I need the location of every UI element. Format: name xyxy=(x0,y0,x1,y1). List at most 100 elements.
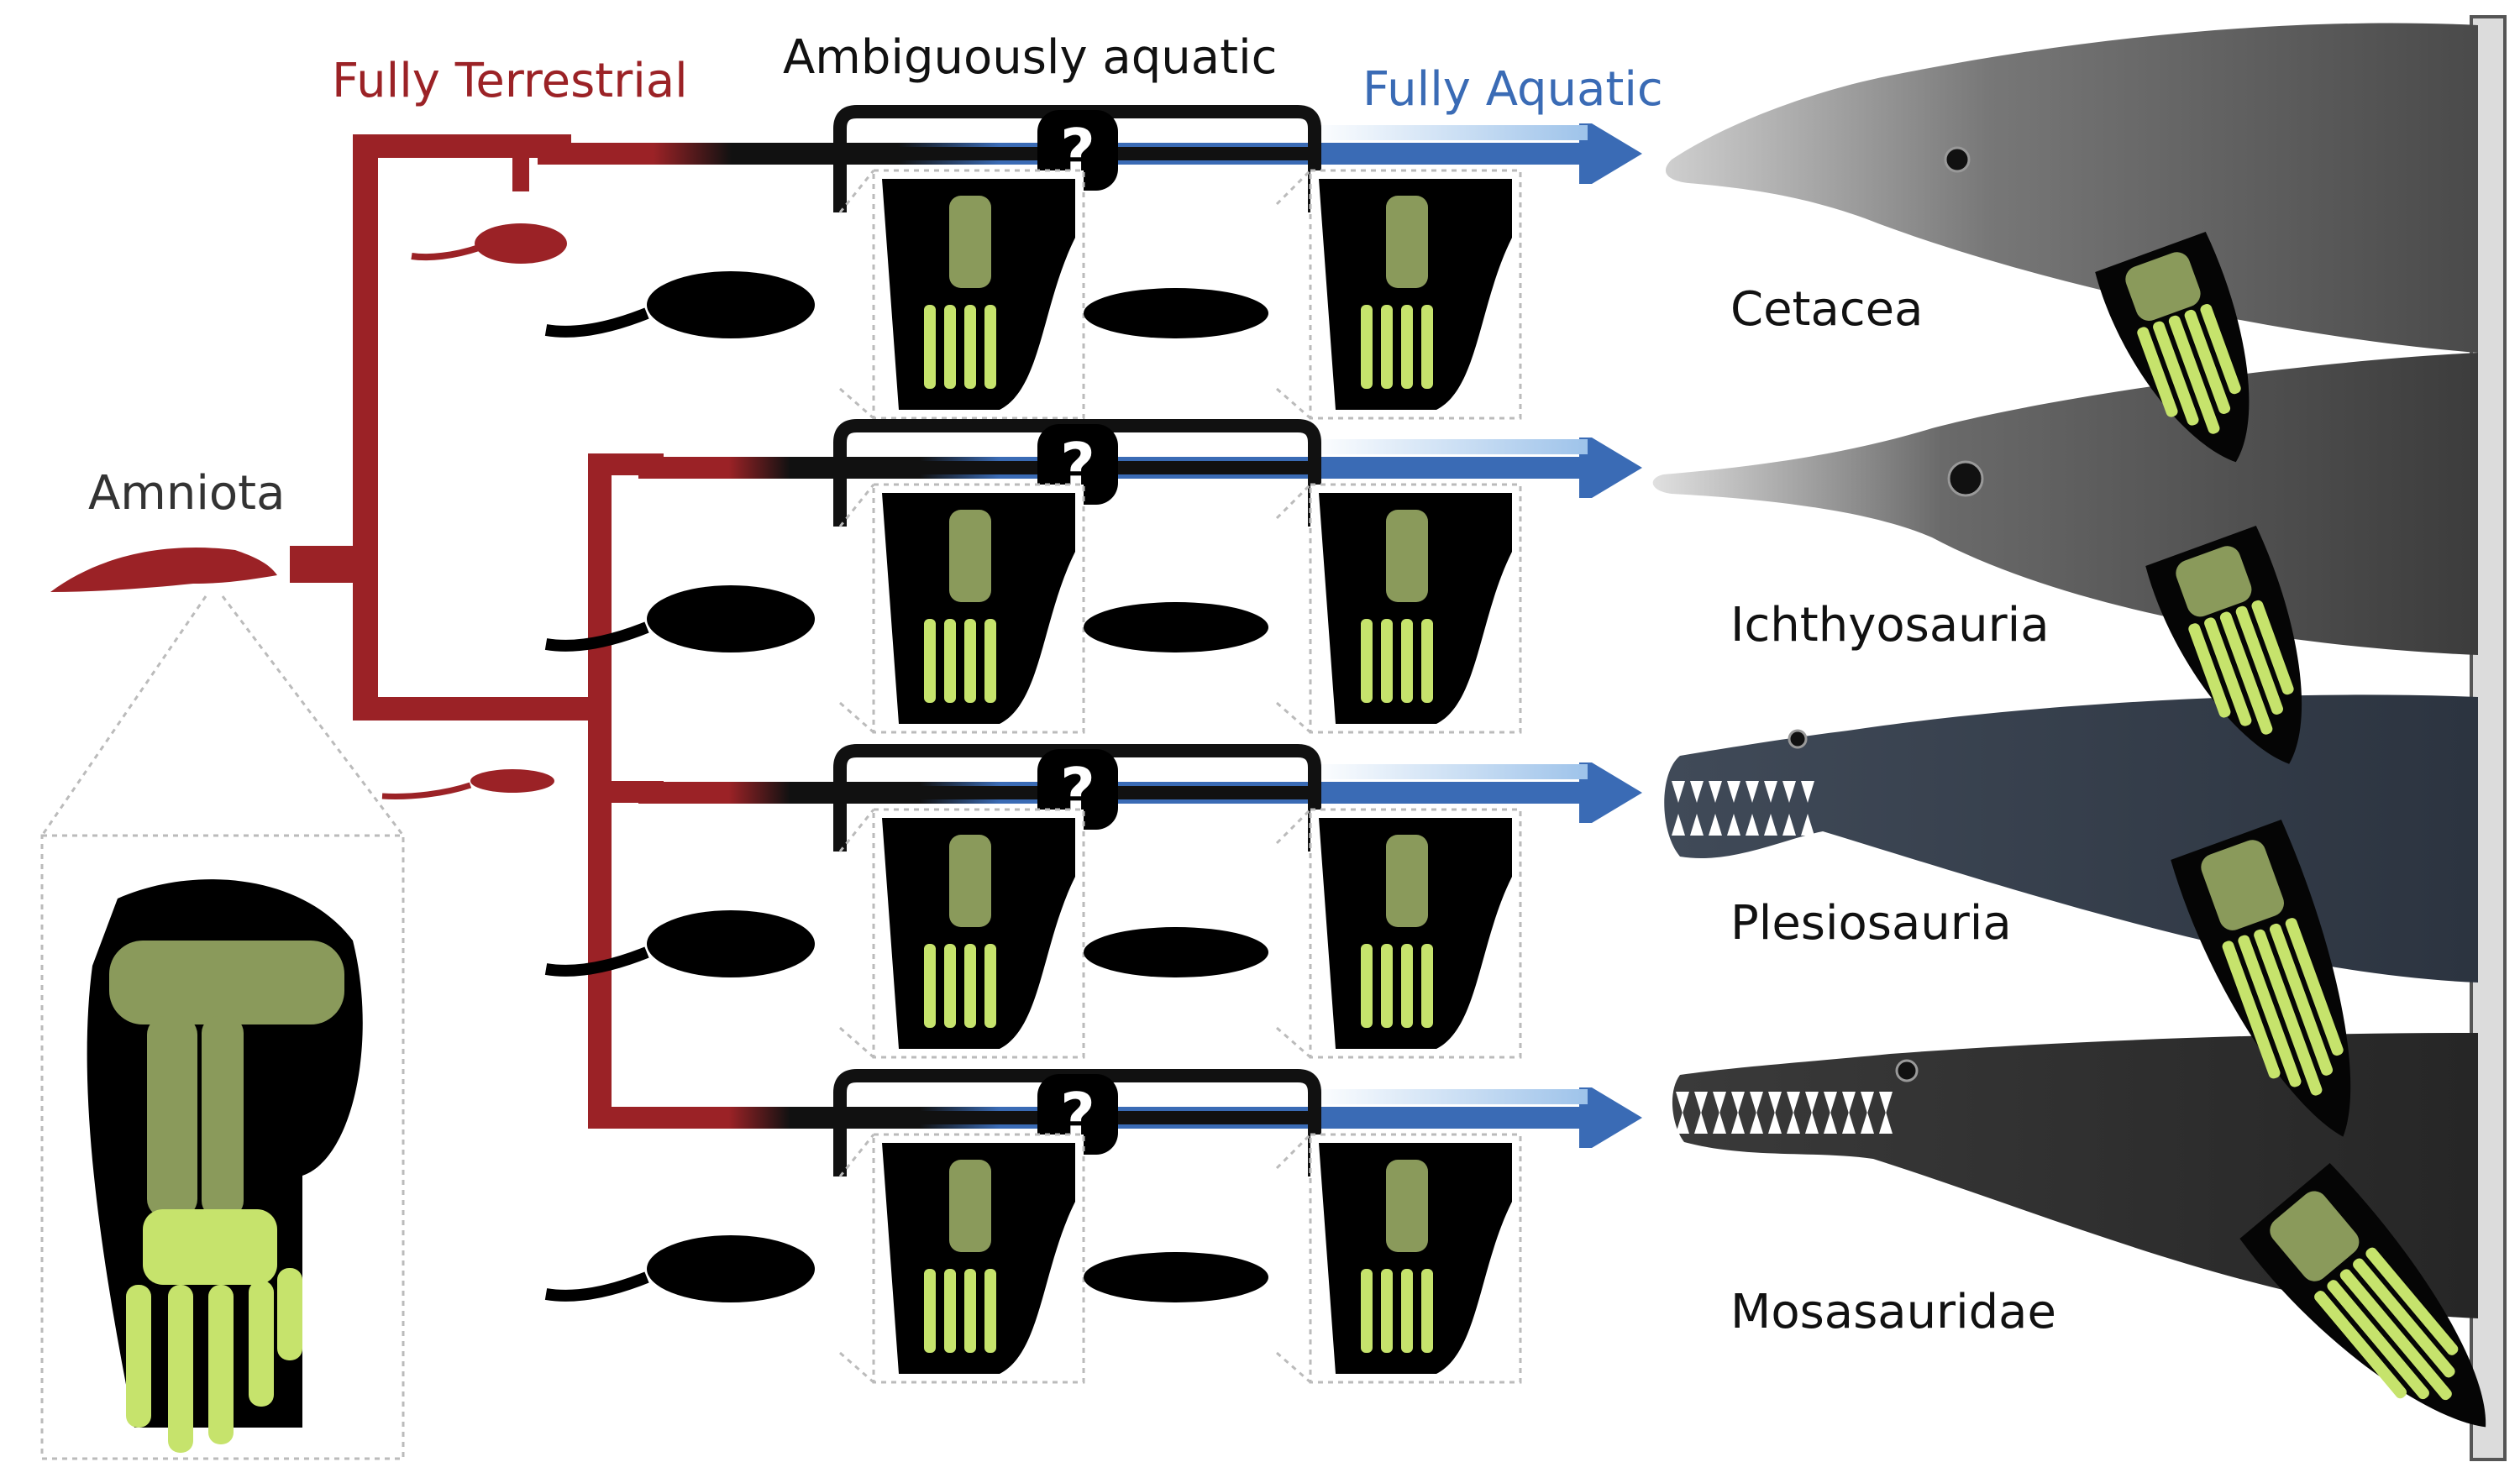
aquatic-limb-panel-proximal-bone xyxy=(1386,196,1428,288)
flipper-proximal-bones xyxy=(2176,546,2252,617)
tooth xyxy=(1768,1112,1782,1134)
tooth xyxy=(1787,1112,1800,1134)
aquatic-limb-panel-proximal-bone xyxy=(1386,835,1428,927)
ambiguous-limb-panel-digit-bone xyxy=(964,944,976,1028)
tooth xyxy=(1801,781,1814,803)
aquatic-animal-silhouette xyxy=(1084,288,1268,338)
tooth xyxy=(1709,781,1722,803)
aquatic-limb-panel-digit-bone xyxy=(1401,305,1413,389)
tooth xyxy=(1861,1092,1874,1114)
ambiguous-limb-panel-proximal-bone xyxy=(949,835,991,927)
tooth xyxy=(1824,1092,1837,1114)
aquatic-limb-panel-digit-bone xyxy=(1381,944,1393,1028)
eye xyxy=(1947,460,1984,497)
aquatic-limb-panel-digit-bone xyxy=(1361,305,1373,389)
ambiguous-limb-panel-digit-bone xyxy=(924,305,936,389)
root-stem xyxy=(290,546,357,583)
tooth xyxy=(1672,781,1685,803)
cetacea-node-tick xyxy=(512,158,529,191)
tooth xyxy=(1731,1112,1745,1134)
tooth xyxy=(1768,1092,1782,1114)
main-vertical-branch xyxy=(353,143,378,714)
ambiguous-limb-panel-digit-bone xyxy=(924,944,936,1028)
flipper-digit-bone xyxy=(2254,929,2323,1096)
ambiguous-limb-panel-digit-bone xyxy=(944,944,956,1028)
ambiguous-limb-panel-proximal-bone xyxy=(949,1160,991,1252)
flipper-proximal-bones xyxy=(2270,1191,2360,1281)
tooth xyxy=(1676,1112,1689,1134)
ambiguous-limb-panel-digit-bone xyxy=(944,305,956,389)
flipper-digit-bone xyxy=(2314,1291,2407,1399)
tooth xyxy=(1764,781,1777,803)
tooth xyxy=(1842,1092,1856,1114)
fully-aquatic-header: Fully Aquatic xyxy=(1362,62,1663,117)
aquatic-limb-panel-digit-bone xyxy=(1381,1269,1393,1353)
clade-label-cetacea: Cetacea xyxy=(1730,282,1924,337)
panel-connector xyxy=(838,170,875,420)
dolphin-head-illustration xyxy=(1665,23,2478,353)
tooth xyxy=(1713,1092,1726,1114)
tooth xyxy=(1690,781,1704,803)
aquatic-limb-panel-digit-bone xyxy=(1361,619,1373,703)
flipper-digit-bone xyxy=(2269,923,2334,1076)
flipper-digit-bone xyxy=(2204,617,2252,726)
ambiguous-animal-tail xyxy=(544,1271,649,1302)
ambiguous-limb-panel-digit-bone xyxy=(964,305,976,389)
mosasaur-lower-teeth xyxy=(1676,1112,1893,1134)
ambiguous-animal-silhouette xyxy=(647,271,815,338)
aquatic-limb-panel-digit-bone xyxy=(1421,305,1433,389)
aquatic-limb-panel-digit-bone xyxy=(1421,944,1433,1028)
flipper-digit-bone xyxy=(2365,1247,2459,1355)
ambiguous-limb-panel-digit-bone xyxy=(984,1269,996,1353)
panel-connector xyxy=(838,1134,875,1384)
reptile-stem-branch xyxy=(353,697,588,721)
amniota-digit xyxy=(277,1268,302,1360)
ambiguous-animal-silhouette xyxy=(647,910,815,977)
flipper-proximal-bones xyxy=(2201,840,2284,930)
aquatic-limb-panel-digit-bone xyxy=(1401,1269,1413,1353)
aquatic-animal-silhouette xyxy=(1084,927,1268,977)
amniota-humerus xyxy=(109,941,344,1024)
eye xyxy=(1944,146,1971,173)
tooth xyxy=(1805,1112,1819,1134)
lineage-row-1: ? xyxy=(538,105,1642,420)
clade-label-ichthyosauria: Ichthyosauria xyxy=(1730,598,2050,652)
cetacea-flipper xyxy=(2095,232,2250,463)
clade-illustrations xyxy=(1652,23,2486,1428)
aquatic-animal-silhouette xyxy=(1084,602,1268,652)
amniota-radius xyxy=(147,1016,197,1218)
aquatic-limb-panel-digit-bone xyxy=(1401,944,1413,1028)
tooth xyxy=(1782,781,1796,803)
lineage-arrowhead xyxy=(1579,1087,1642,1148)
amniota-digit xyxy=(168,1285,193,1453)
amniota-group xyxy=(40,548,405,1460)
tooth xyxy=(1805,1092,1819,1114)
eye xyxy=(1788,729,1808,749)
cetacea-stem-branch xyxy=(353,134,571,158)
plesiosaur-upper-teeth xyxy=(1672,781,1814,803)
aquatic-limb-panel-digit-bone xyxy=(1381,619,1393,703)
lineage-row-2: ? xyxy=(544,419,1642,734)
amniota-digit xyxy=(126,1285,151,1428)
ambiguous-limb-panel-digit-bone xyxy=(924,619,936,703)
ambiguous-limb-panel-digit-bone xyxy=(984,305,996,389)
tooth xyxy=(1676,1092,1689,1114)
tooth xyxy=(1764,814,1777,836)
water-surface xyxy=(1310,125,1588,140)
eye xyxy=(1895,1059,1919,1082)
aquatic-limb-panel-digit-bone xyxy=(1361,944,1373,1028)
tooth xyxy=(1727,781,1740,803)
flipper-digit-bone xyxy=(2184,309,2231,414)
water-surface xyxy=(1310,1089,1588,1104)
mosasauridae-flipper xyxy=(2239,1163,2486,1428)
amniota-label: Amniota xyxy=(88,466,286,521)
early-reptile-tail xyxy=(381,782,472,799)
ambiguous-animal-tail xyxy=(544,946,649,977)
amniota-silhouette xyxy=(50,548,277,592)
flipper-digit-bone xyxy=(2188,623,2231,718)
ambiguous-limb-panel-digit-bone xyxy=(924,1269,936,1353)
panel-connector xyxy=(1275,169,1312,420)
ambiguous-limb-panel-digit-bone xyxy=(964,619,976,703)
